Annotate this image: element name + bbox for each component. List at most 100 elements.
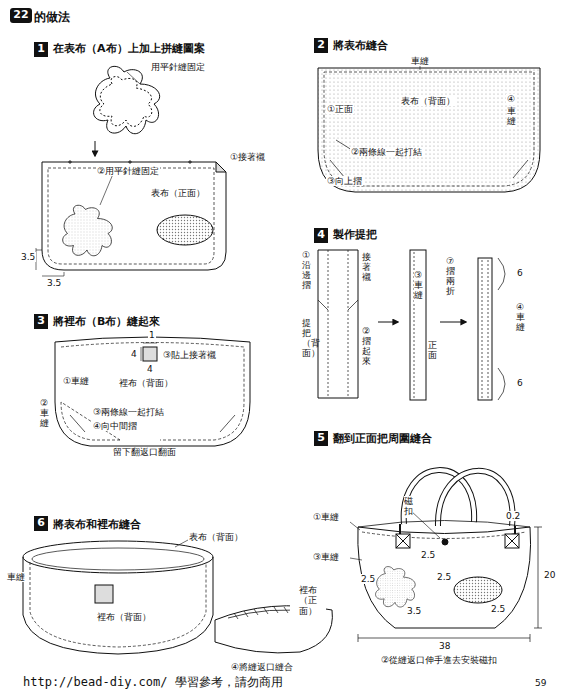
annotation: 38	[438, 641, 451, 651]
step-heading: 將表布和裡布縫合	[52, 519, 142, 532]
line-art	[362, 532, 526, 539]
line-art	[23, 541, 213, 573]
line-art	[23, 557, 213, 654]
annotation: 表布（背面）	[188, 532, 244, 542]
step-heading: 製作提把	[332, 229, 378, 242]
line-art	[400, 524, 515, 534]
annotation: 2.5	[436, 572, 452, 582]
annotation: ③兩條線一起打結	[92, 407, 165, 417]
line-art	[141, 343, 157, 361]
line-art	[482, 260, 488, 398]
line-art	[234, 607, 298, 619]
step-heading: 在表布（A布）上加上拼縫圖案	[52, 43, 206, 56]
annotation: 2.5	[360, 574, 376, 584]
step-badge: 6	[34, 516, 48, 531]
line-art	[32, 548, 204, 570]
line-art	[36, 248, 42, 270]
annotation: 20	[543, 570, 556, 580]
annotation: ①沿邊摺	[302, 250, 311, 292]
annotation: 0.2	[505, 511, 521, 521]
annotation: 4	[146, 364, 154, 374]
line-art	[410, 250, 426, 400]
annotation: 3.5	[46, 278, 62, 288]
line-art	[42, 272, 64, 276]
step-badge: 3	[34, 314, 48, 329]
step-heading: 將表布縫合	[332, 40, 389, 53]
annotation: ②用平針縫固定	[96, 166, 160, 176]
line-art	[318, 300, 358, 310]
line-art	[143, 347, 157, 361]
step-heading: 翻到正面把周圍縫合	[332, 433, 433, 446]
annotation: 用平針縫固定	[150, 62, 206, 72]
line-art	[376, 567, 416, 607]
step-badge: 5	[314, 431, 328, 446]
line-art	[534, 527, 542, 628]
line-art	[70, 415, 235, 432]
annotation: 車縫	[410, 56, 430, 66]
page-title: 的做法	[34, 9, 70, 26]
step-number: 3	[34, 314, 48, 327]
annotation: ①車縫	[312, 512, 340, 522]
line-art	[30, 562, 206, 647]
step-badge: 2	[314, 38, 328, 53]
annotation: ③向上摺	[326, 176, 363, 186]
annotation: ④向中間摺	[92, 421, 138, 431]
line-art	[95, 585, 113, 603]
annotation: ①正面	[326, 104, 354, 114]
annotation: ①車縫	[62, 376, 90, 386]
annotation: 接著襯	[362, 252, 371, 284]
annotation: 磁扣	[404, 496, 413, 518]
annotation: 提把（背面）	[302, 318, 311, 360]
line-art	[318, 68, 540, 192]
annotation: 59	[534, 678, 547, 688]
line-art	[396, 534, 410, 548]
step-badge: 1	[34, 42, 48, 57]
line-art	[478, 258, 492, 400]
step-number: 1	[34, 42, 48, 55]
line-art	[330, 140, 528, 178]
line-art	[454, 577, 502, 603]
annotation: 2.5	[420, 550, 436, 560]
annotation: 留下翻返口翻面	[112, 447, 177, 457]
annotation: ②摺起來	[362, 326, 371, 368]
step-number: 2	[314, 38, 328, 51]
annotation: 表布（正面）	[150, 188, 206, 198]
annotation: 裡布（背面）	[118, 378, 174, 388]
annotation: ④車縫	[516, 302, 525, 334]
step-number: 6	[34, 516, 48, 529]
line-art	[318, 250, 358, 398]
line-art	[63, 205, 113, 256]
line-art	[63, 205, 113, 256]
annotation: ①接著襯	[229, 152, 266, 162]
step-number: 22	[10, 8, 32, 21]
annotation: 4	[130, 349, 138, 359]
annotation: 3.5	[20, 252, 36, 262]
line-art	[157, 215, 213, 245]
line-art	[438, 471, 513, 526]
annotation: 車縫	[6, 572, 26, 582]
line-art	[324, 72, 534, 186]
line-art	[396, 534, 410, 548]
annotation: 正面	[428, 340, 437, 362]
line-art	[410, 510, 440, 538]
line-art	[175, 540, 188, 547]
step-heading: 將裡布（B布）縫起來	[52, 316, 161, 329]
annotation: ④	[506, 94, 516, 104]
annotation: ③貼上接著襯	[162, 350, 217, 360]
step-badge: 22	[10, 8, 32, 23]
annotation: ②兩條線一起打結	[350, 147, 423, 157]
step-number: 5	[314, 431, 328, 444]
line-art	[100, 77, 152, 127]
annotation: ③車縫	[312, 552, 340, 562]
line-art	[440, 322, 466, 323]
line-art	[216, 162, 226, 172]
line-art	[376, 567, 416, 607]
step-badge: 4	[314, 228, 328, 243]
line-art	[358, 527, 531, 628]
annotation: ⑦摺兩折	[446, 256, 455, 298]
annotation: 6	[516, 378, 524, 388]
line-art	[350, 522, 362, 560]
annotation: 1	[148, 330, 156, 340]
